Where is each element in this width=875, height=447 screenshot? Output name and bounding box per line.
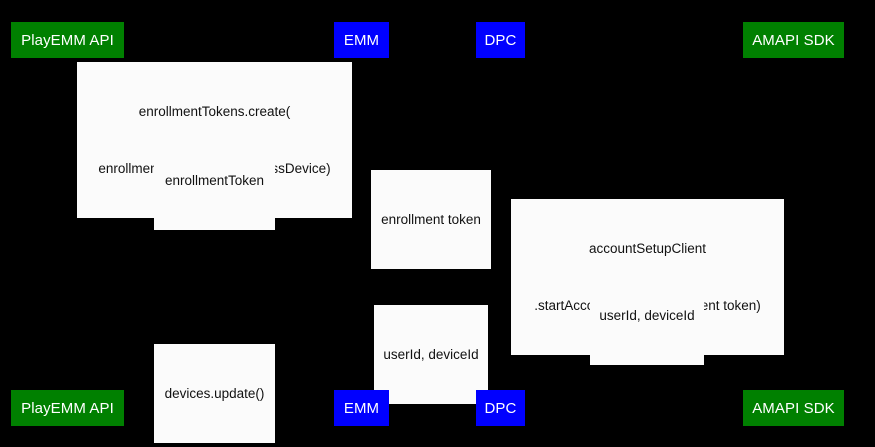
participant-box-top-amapi-sdk[interactable]: AMAPI SDK — [743, 22, 844, 58]
message-label-userid-deviceid-to-emm: userId, deviceId — [374, 305, 488, 404]
participant-box-top-playemm-api[interactable]: PlayEMM API — [11, 22, 124, 58]
message-label-devices-update: devices.update() — [154, 344, 275, 443]
participant-label-amapi-sdk-bottom: AMAPI SDK — [752, 399, 835, 417]
lifeline-dpc — [500, 58, 501, 390]
lifeline-playemm-api — [67, 58, 68, 390]
participant-label-dpc-bottom: DPC — [484, 399, 517, 417]
participant-box-bottom-emm[interactable]: EMM — [334, 390, 389, 426]
participant-label-emm-bottom: EMM — [343, 399, 380, 417]
lifeline-amapi-sdk — [793, 58, 794, 390]
participant-box-top-dpc[interactable]: DPC — [476, 22, 525, 58]
message-line-1: enrollment token — [381, 212, 481, 227]
message-line-1: userId, deviceId — [599, 308, 695, 323]
participant-box-bottom-dpc[interactable]: DPC — [476, 390, 525, 426]
message-label-userid-deviceid-to-dpc: userId, deviceId — [590, 266, 704, 365]
message-line-1: userId, deviceId — [383, 347, 479, 362]
participant-box-bottom-playemm-api[interactable]: PlayEMM API — [11, 390, 124, 426]
participant-label-playemm-api-bottom: PlayEMM API — [21, 399, 114, 417]
participant-box-bottom-amapi-sdk[interactable]: AMAPI SDK — [743, 390, 844, 426]
message-label-enrollment-token-to-dpc: enrollment token — [371, 170, 491, 269]
message-line-1: enrollmentToken — [164, 173, 265, 188]
participant-label-playemm-api-top: PlayEMM API — [21, 31, 114, 49]
participant-label-dpc-top: DPC — [484, 31, 517, 49]
message-label-enrollment-token-response: enrollmentToken — [154, 131, 275, 230]
participant-box-top-emm[interactable]: EMM — [334, 22, 389, 58]
lifeline-emm — [361, 58, 362, 390]
message-line-1: accountSetupClient — [588, 241, 707, 256]
participant-label-amapi-sdk-top: AMAPI SDK — [752, 31, 835, 49]
participant-label-emm-top: EMM — [343, 31, 380, 49]
message-line-1: enrollmentTokens.create( — [138, 104, 291, 119]
message-line-1: devices.update() — [164, 386, 265, 401]
